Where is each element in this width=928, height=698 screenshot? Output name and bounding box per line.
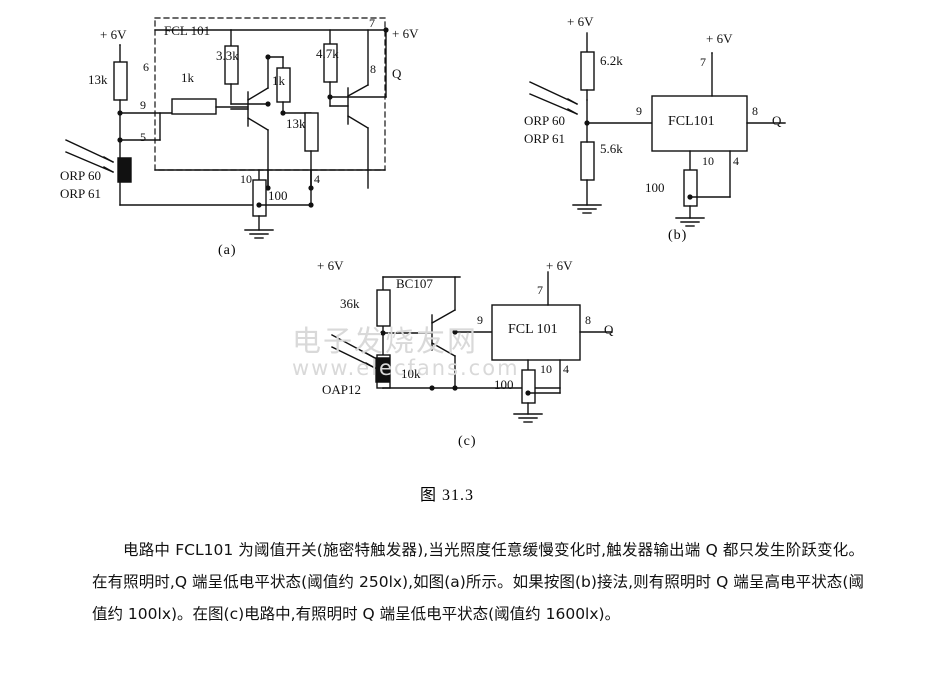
- label-b-r100: 100: [645, 180, 665, 195]
- label-a-block: FCL 101: [164, 23, 211, 38]
- label-a-sensor-2: ORP 61: [60, 186, 102, 201]
- label-c-r36k: 36k: [340, 296, 360, 311]
- label-a-pin8: 8: [370, 62, 376, 76]
- label-c-out-q: Q: [604, 322, 614, 337]
- label-a-r13k: 13k: [88, 72, 108, 87]
- label-c-supply-left: + 6V: [317, 258, 344, 273]
- label-b-supply-right: + 6V: [706, 31, 733, 46]
- description-block: 电路中 FCL101 为阈值开关(施密特触发器),当光照度任意缓慢变化时,触发器…: [92, 534, 864, 630]
- label-c-transistor: BC107: [396, 276, 433, 291]
- label-a-pin4: 4: [314, 172, 320, 186]
- label-a-r100: 100: [268, 188, 288, 203]
- label-a-r1k-left: 1k: [181, 70, 194, 85]
- label-a-pin9: 9: [140, 98, 146, 112]
- figure-sub-a: (a): [218, 243, 237, 258]
- label-c-r10k: 10k: [401, 366, 421, 381]
- label-c-pin4: 4: [563, 362, 569, 376]
- label-a-out-q: Q: [392, 66, 402, 81]
- watermark-line2: www.elecfans.com: [292, 356, 520, 380]
- label-a-pin10: 10: [240, 172, 252, 186]
- label-a-sensor-1: ORP 60: [60, 168, 102, 183]
- label-a-supply-left: + 6V: [100, 27, 127, 42]
- label-a-r3k3: 3.3k: [216, 48, 239, 63]
- label-a-supply-right: + 6V: [392, 26, 419, 41]
- label-c-pin8: 8: [585, 313, 591, 327]
- circuit-diagrams: [65, 17, 786, 423]
- label-b-pin10: 10: [702, 154, 714, 168]
- label-a-pin5: 5: [140, 130, 146, 144]
- label-b-pin9: 9: [636, 104, 642, 118]
- label-a-r1k-mid: 1k: [272, 73, 285, 88]
- label-c-sensor: OAP12: [322, 382, 362, 397]
- label-b-supply-left: + 6V: [567, 14, 594, 29]
- label-c-pin9: 9: [477, 313, 483, 327]
- figure-sub-b: (b): [668, 228, 688, 243]
- label-a-pin7: 7: [369, 16, 375, 30]
- label-b-out-q: Q: [772, 113, 782, 128]
- label-a-pin6: 6: [143, 60, 149, 74]
- figure-sub-c: (c): [458, 434, 477, 449]
- label-b-r5k6: 5.6k: [600, 141, 623, 156]
- description-paragraph: 电路中 FCL101 为阈值开关(施密特触发器),当光照度任意缓慢变化时,触发器…: [92, 541, 864, 623]
- label-b-block: FCL101: [668, 114, 715, 129]
- label-c-r100: 100: [494, 377, 514, 392]
- label-a-r4k7: 4.7k: [316, 46, 339, 61]
- label-a-r13k-mid: 13k: [286, 116, 306, 131]
- watermark-line1: 电子发烧友网: [292, 324, 479, 358]
- label-b-pin8: 8: [752, 104, 758, 118]
- label-c-supply-right: + 6V: [546, 258, 573, 273]
- figure-caption: 图 31.3: [420, 487, 475, 504]
- label-b-pin7: 7: [700, 55, 706, 69]
- label-b-sensor-2: ORP 61: [524, 131, 566, 146]
- label-c-pin10: 10: [540, 362, 552, 376]
- label-b-r6k2: 6.2k: [600, 53, 623, 68]
- watermark: 电子发烧友网 www.elecfans.com: [292, 318, 520, 380]
- label-c-pin7: 7: [537, 283, 543, 297]
- label-b-pin4: 4: [733, 154, 739, 168]
- label-b-sensor-1: ORP 60: [524, 113, 566, 128]
- label-c-block: FCL 101: [508, 322, 558, 337]
